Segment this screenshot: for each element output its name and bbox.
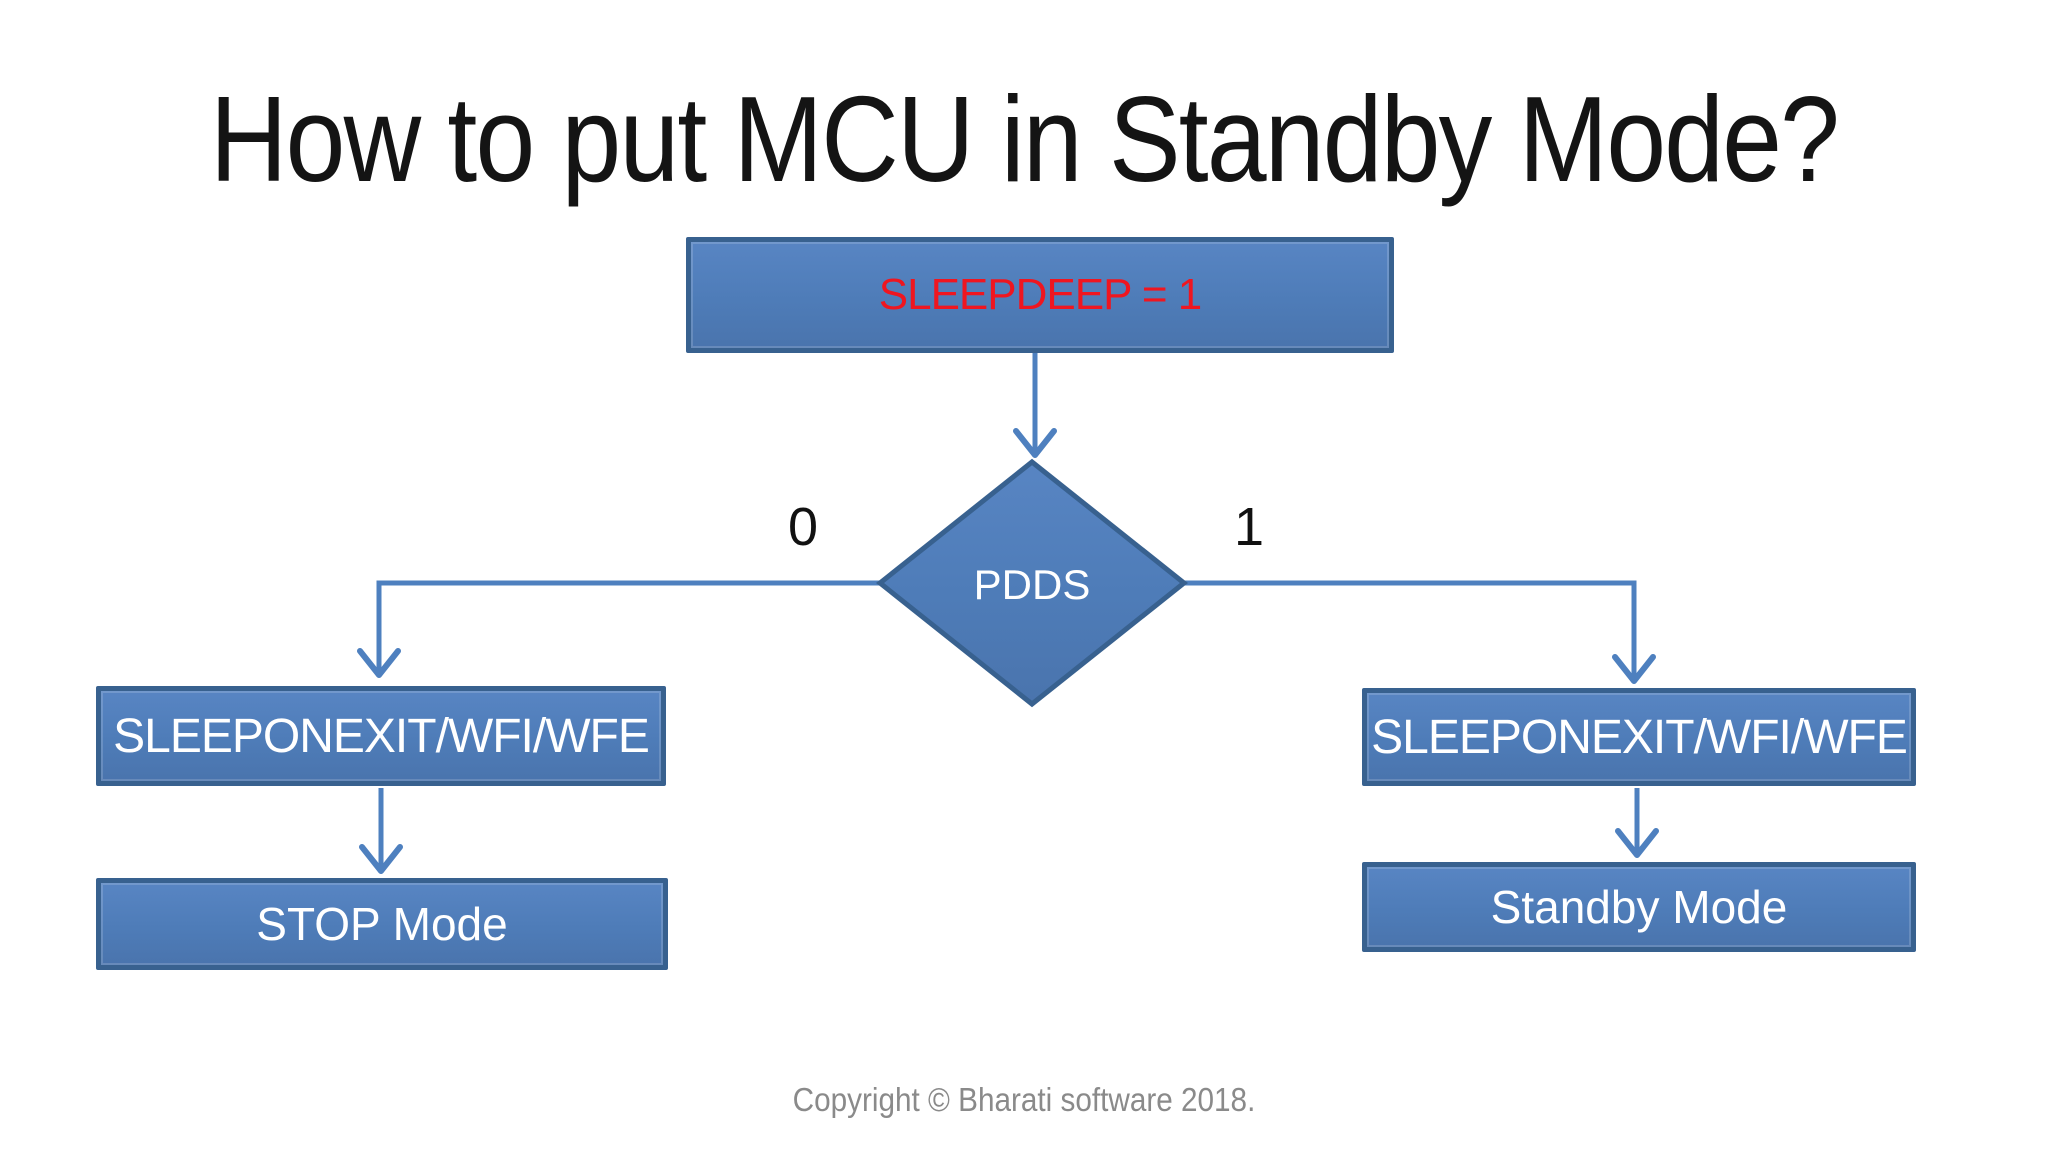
arrowhead-decision-to-left-action [357, 648, 401, 678]
connector-decision-to-right-action [1182, 580, 1637, 676]
footer-copyright: Copyright © Bharati software 2018. [792, 1081, 1256, 1118]
decision-label: PDDS [973, 561, 1091, 608]
connector-decision-to-left-action [376, 580, 882, 670]
arrowhead-left-action-to-left-result [359, 844, 403, 874]
page-title: How to put MCU in Standby Mode? [209, 71, 1840, 207]
start-node-label: SLEEPDEEP = 1 [878, 270, 1202, 319]
action-node-right: SLEEPONEXIT/WFI/WFE [1362, 688, 1916, 786]
branch-label-0: 0 [787, 497, 819, 557]
branch-label-1: 1 [1233, 497, 1265, 557]
arrowhead-decision-to-right-action [1612, 654, 1656, 684]
stop-mode-label: STOP Mode [256, 898, 508, 950]
standby-mode-node: Standby Mode [1362, 862, 1916, 952]
decision-diamond [875, 458, 1189, 708]
action-node-right-label: SLEEPONEXIT/WFI/WFE [1371, 710, 1908, 764]
standby-mode-label: Standby Mode [1490, 881, 1788, 933]
arrowhead-start-to-decision [1013, 428, 1057, 458]
stop-mode-node: STOP Mode [96, 878, 668, 970]
action-node-left-label: SLEEPONEXIT/WFI/WFE [113, 709, 650, 763]
arrowhead-right-action-to-right-result [1615, 828, 1659, 858]
action-node-left: SLEEPONEXIT/WFI/WFE [96, 686, 666, 786]
start-node: SLEEPDEEP = 1 [686, 237, 1394, 353]
